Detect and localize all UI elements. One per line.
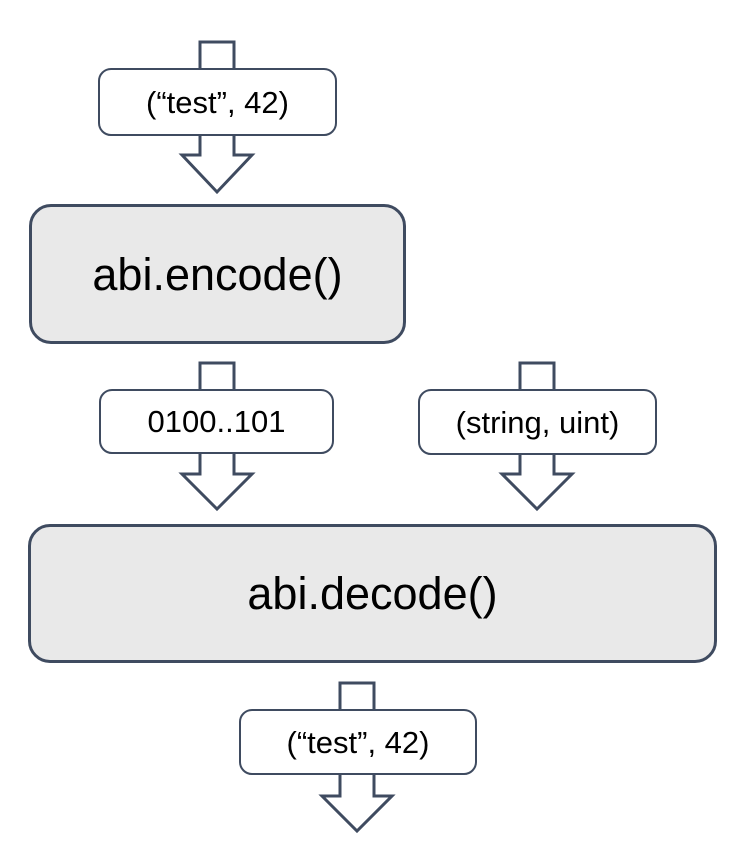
output-values-label: (“test”, 42) — [239, 709, 477, 775]
input-values-label: (“test”, 42) — [98, 68, 337, 136]
abi-decode-box: abi.decode() — [28, 524, 717, 663]
abi-encode-box: abi.encode() — [29, 204, 406, 344]
encoded-bytes-label: 0100..101 — [99, 389, 334, 454]
types-tuple-label: (string, uint) — [418, 389, 657, 455]
